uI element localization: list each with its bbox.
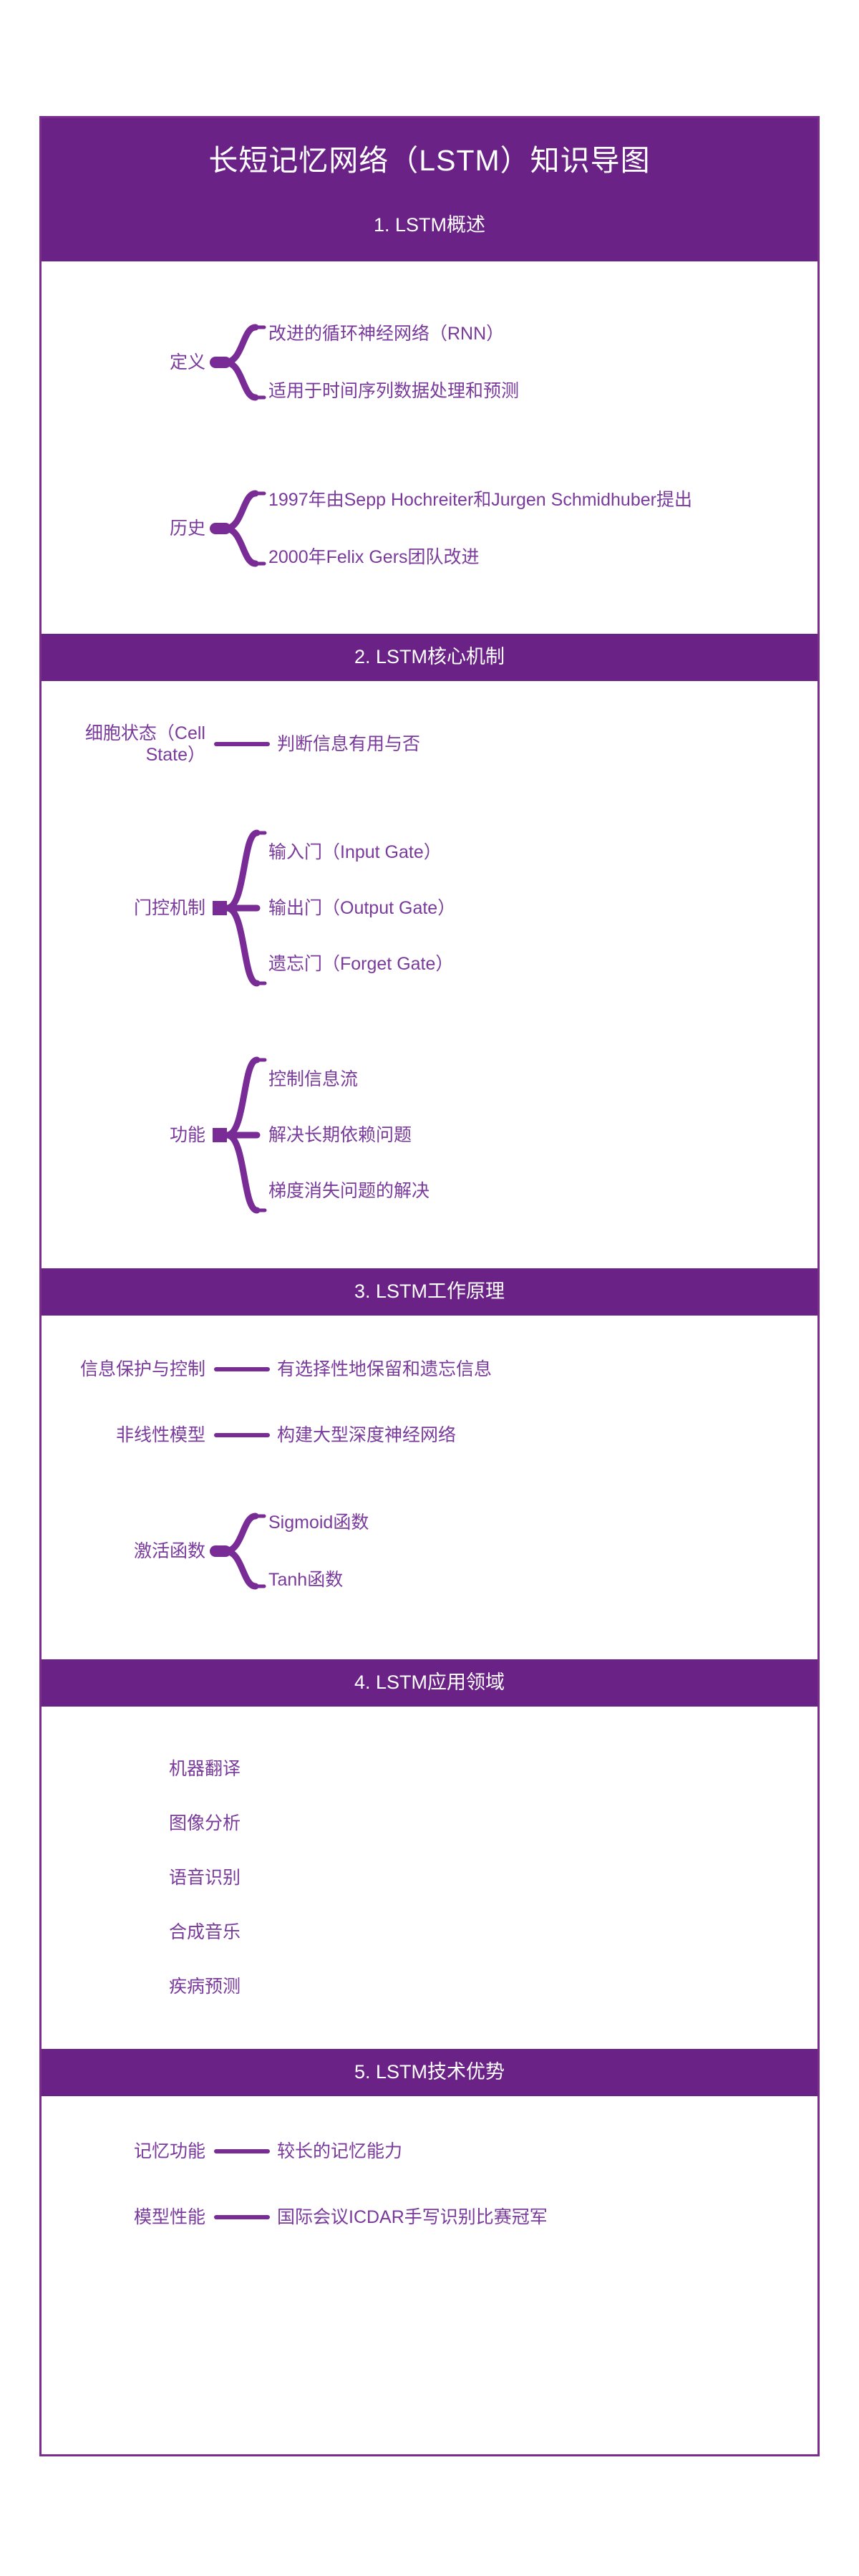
leaf-parent-label: 非线性模型 xyxy=(115,1424,205,1445)
leaf-child-label: 国际会议ICDAR手写识别比赛冠军 xyxy=(277,2206,548,2227)
list-item: 遗忘门（Forget Gate） xyxy=(268,954,454,975)
list-item: 1997年由Sepp Hochreiter和Jurgen Schmidhuber… xyxy=(268,489,692,510)
group-gating-mechanism: 门控机制 输入门（Input Gate） 输出门（Output Gate） 遗忘… xyxy=(42,817,817,1000)
section-header-core-mechanism: 2. LSTM核心机制 xyxy=(42,633,817,681)
list-item: 疾病预测 xyxy=(169,1976,241,1997)
connector-line-icon xyxy=(214,741,270,746)
spacer xyxy=(42,1888,817,1921)
group-parent-label: 门控机制 xyxy=(133,898,205,919)
section-body-applications: 机器翻译 图像分析 语音识别 合成音乐 疾病预测 xyxy=(42,1706,817,2049)
leaf-parent-label: 模型性能 xyxy=(133,2206,205,2227)
group-definition: 定义 改进的循环神经网络（RNN） 适用于时间序列数据处理和预测 xyxy=(42,302,817,423)
section-header-working-principle: 3. LSTM工作原理 xyxy=(42,1268,817,1316)
group-parent-label: 历史 xyxy=(169,518,205,539)
section-header-advantages: 5. LSTM技术优势 xyxy=(42,2048,817,2096)
row-cell-state: 细胞状态（Cell State） 判断信息有用与否 xyxy=(42,723,817,766)
leaf-child-label: 构建大型深度神经网络 xyxy=(277,1424,457,1445)
group-children: 1997年由Sepp Hochreiter和Jurgen Schmidhuber… xyxy=(266,489,817,568)
list-item: 图像分析 xyxy=(169,1813,241,1833)
branch-connector-icon xyxy=(210,1490,266,1612)
connector-line-icon xyxy=(214,2148,270,2153)
leaf-child-label: 有选择性地保留和遗忘信息 xyxy=(277,1359,492,1379)
connector-line-icon xyxy=(214,1432,270,1437)
section-body-advantages: 记忆功能 较长的记忆能力 模型性能 国际会议ICDAR手写识别比赛冠军 xyxy=(42,2095,817,2284)
list-item: 输出门（Output Gate） xyxy=(268,898,456,919)
list-item: Tanh函数 xyxy=(268,1569,344,1590)
row-nonlinear-model: 非线性模型 构建大型深度神经网络 xyxy=(42,1424,817,1446)
list-item: 合成音乐 xyxy=(169,1921,241,1942)
list-item: 解决长期依赖问题 xyxy=(268,1125,412,1146)
connector-line-icon xyxy=(214,1366,270,1371)
spacer xyxy=(42,1943,817,1976)
list-item: 机器翻译 xyxy=(169,1758,241,1779)
leaf-child-label: 判断信息有用与否 xyxy=(277,733,421,754)
list-item: Sigmoid函数 xyxy=(268,1512,369,1533)
branch-connector-icon xyxy=(210,468,266,589)
leaf-parent-label: 记忆功能 xyxy=(133,2141,205,2161)
branch-connector-icon xyxy=(210,302,266,423)
group-children: Sigmoid函数 Tanh函数 xyxy=(266,1512,817,1591)
group-parent-label: 激活函数 xyxy=(133,1540,205,1561)
section-title-overview: 1. LSTM概述 xyxy=(373,214,486,236)
branch-connector-icon xyxy=(210,817,267,1000)
spacer xyxy=(42,2162,817,2206)
section-title: 2. LSTM核心机制 xyxy=(354,646,505,668)
list-item: 梯度消失问题的解决 xyxy=(268,1181,430,1202)
row-information-protection: 信息保护与控制 有选择性地保留和遗忘信息 xyxy=(42,1359,817,1380)
title-band: 长短记忆网络（LSTM）知识导图 1. LSTM概述 xyxy=(42,118,817,261)
mindmap-card: 长短记忆网络（LSTM）知识导图 1. LSTM概述 定义 改进的循环神经网络（… xyxy=(39,116,820,2456)
list-item: 控制信息流 xyxy=(268,1069,359,1090)
section-body-working-principle: 信息保护与控制 有选择性地保留和遗忘信息 非线性模型 构建大型深度神经网络 激活… xyxy=(42,1315,817,1659)
spacer xyxy=(42,1834,817,1867)
list-item: 语音识别 xyxy=(169,1867,241,1888)
section-body-overview: 定义 改进的循环神经网络（RNN） 适用于时间序列数据处理和预测 历史 xyxy=(42,261,817,634)
section-title: 5. LSTM技术优势 xyxy=(354,2061,505,2083)
branch-connector-icon xyxy=(210,1044,267,1227)
group-children: 控制信息流 解决长期依赖问题 梯度消失问题的解决 xyxy=(266,1068,817,1202)
row-model-performance: 模型性能 国际会议ICDAR手写识别比赛冠军 xyxy=(42,2206,817,2228)
section-title: 3. LSTM工作原理 xyxy=(354,1280,505,1303)
group-parent-label: 功能 xyxy=(169,1125,205,1146)
section-title: 4. LSTM应用领域 xyxy=(354,1671,505,1694)
spacer xyxy=(42,1446,817,1490)
leaf-child-label: 较长的记忆能力 xyxy=(277,2141,403,2161)
leaf-parent-label: 细胞状态（Cell State） xyxy=(84,723,205,765)
group-activation-function: 激活函数 Sigmoid函数 Tanh函数 xyxy=(42,1490,817,1612)
list-item: 输入门（Input Gate） xyxy=(268,842,442,863)
leaf-parent-label: 信息保护与控制 xyxy=(79,1359,205,1379)
spacer xyxy=(42,423,817,468)
spacer xyxy=(42,766,817,817)
list-item: 2000年Felix Gers团队改进 xyxy=(268,546,480,567)
section-body-core-mechanism: 细胞状态（Cell State） 判断信息有用与否 门控机制 输入门（Input… xyxy=(42,680,817,1268)
page-title: 长短记忆网络（LSTM）知识导图 xyxy=(208,144,651,177)
row-memory-function: 记忆功能 较长的记忆能力 xyxy=(42,2141,817,2162)
list-item: 适用于时间序列数据处理和预测 xyxy=(268,380,520,401)
group-children: 改进的循环神经网络（RNN） 适用于时间序列数据处理和预测 xyxy=(266,323,817,402)
spacer xyxy=(42,1780,817,1813)
connector-line-icon xyxy=(214,2214,270,2219)
spacer xyxy=(42,1380,817,1424)
list-item: 改进的循环神经网络（RNN） xyxy=(268,323,505,344)
group-history: 历史 1997年由Sepp Hochreiter和Jurgen Schmidhu… xyxy=(42,468,817,589)
spacer xyxy=(42,1000,817,1044)
group-parent-label: 定义 xyxy=(169,352,205,372)
section-header-applications: 4. LSTM应用领域 xyxy=(42,1659,817,1707)
group-function: 功能 控制信息流 解决长期依赖问题 梯度消失问题的解决 xyxy=(42,1044,817,1227)
group-children: 输入门（Input Gate） 输出门（Output Gate） 遗忘门（For… xyxy=(266,841,817,975)
